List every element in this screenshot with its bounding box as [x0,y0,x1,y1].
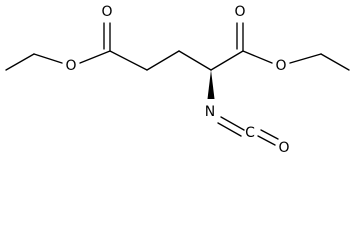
bond-c-o-right-ester [242,50,273,64]
bond-ch2-o-left [33,53,63,64]
svg-text:C: C [245,125,255,141]
bond-n-c-isocyanate-2 [220,116,245,131]
bond-ch2-ch3-right [320,53,350,71]
bond-chain-3 [178,50,212,71]
stereo-wedge-bond [207,70,215,99]
bond-ch3-ch2-left [5,53,35,71]
bond-chain-1 [109,50,148,71]
svg-text:O: O [101,4,112,20]
bond-c-o-isocyanate-1 [257,135,276,146]
atom-o-right-carbonyl: O [234,4,245,20]
atom-o-left-carbonyl: O [101,4,112,20]
atom-c-isocyanate: C [245,125,255,141]
svg-text:O: O [65,58,76,74]
svg-text:O: O [275,58,286,74]
bond-alpha-carbonyl-right [210,50,244,71]
bond-n-c-isocyanate-1 [217,122,242,137]
svg-text:N: N [205,104,215,120]
bond-o-c-left-ester [79,50,111,64]
svg-text:O: O [278,140,289,156]
bond-o-ch2-right [289,53,322,64]
svg-text:O: O [234,4,245,20]
atom-o-isocyanate: O [278,140,289,156]
molecule-drawing: O O O O N C O [5,4,350,156]
atom-o-right-ester: O [275,58,286,74]
atom-o-left-ester: O [65,58,76,74]
bond-c-o-isocyanate-2 [260,129,279,140]
atom-n-isocyanate: N [205,104,215,120]
bond-chain-2 [146,50,180,71]
structure-diagram: O O O O N C O [5,4,350,156]
